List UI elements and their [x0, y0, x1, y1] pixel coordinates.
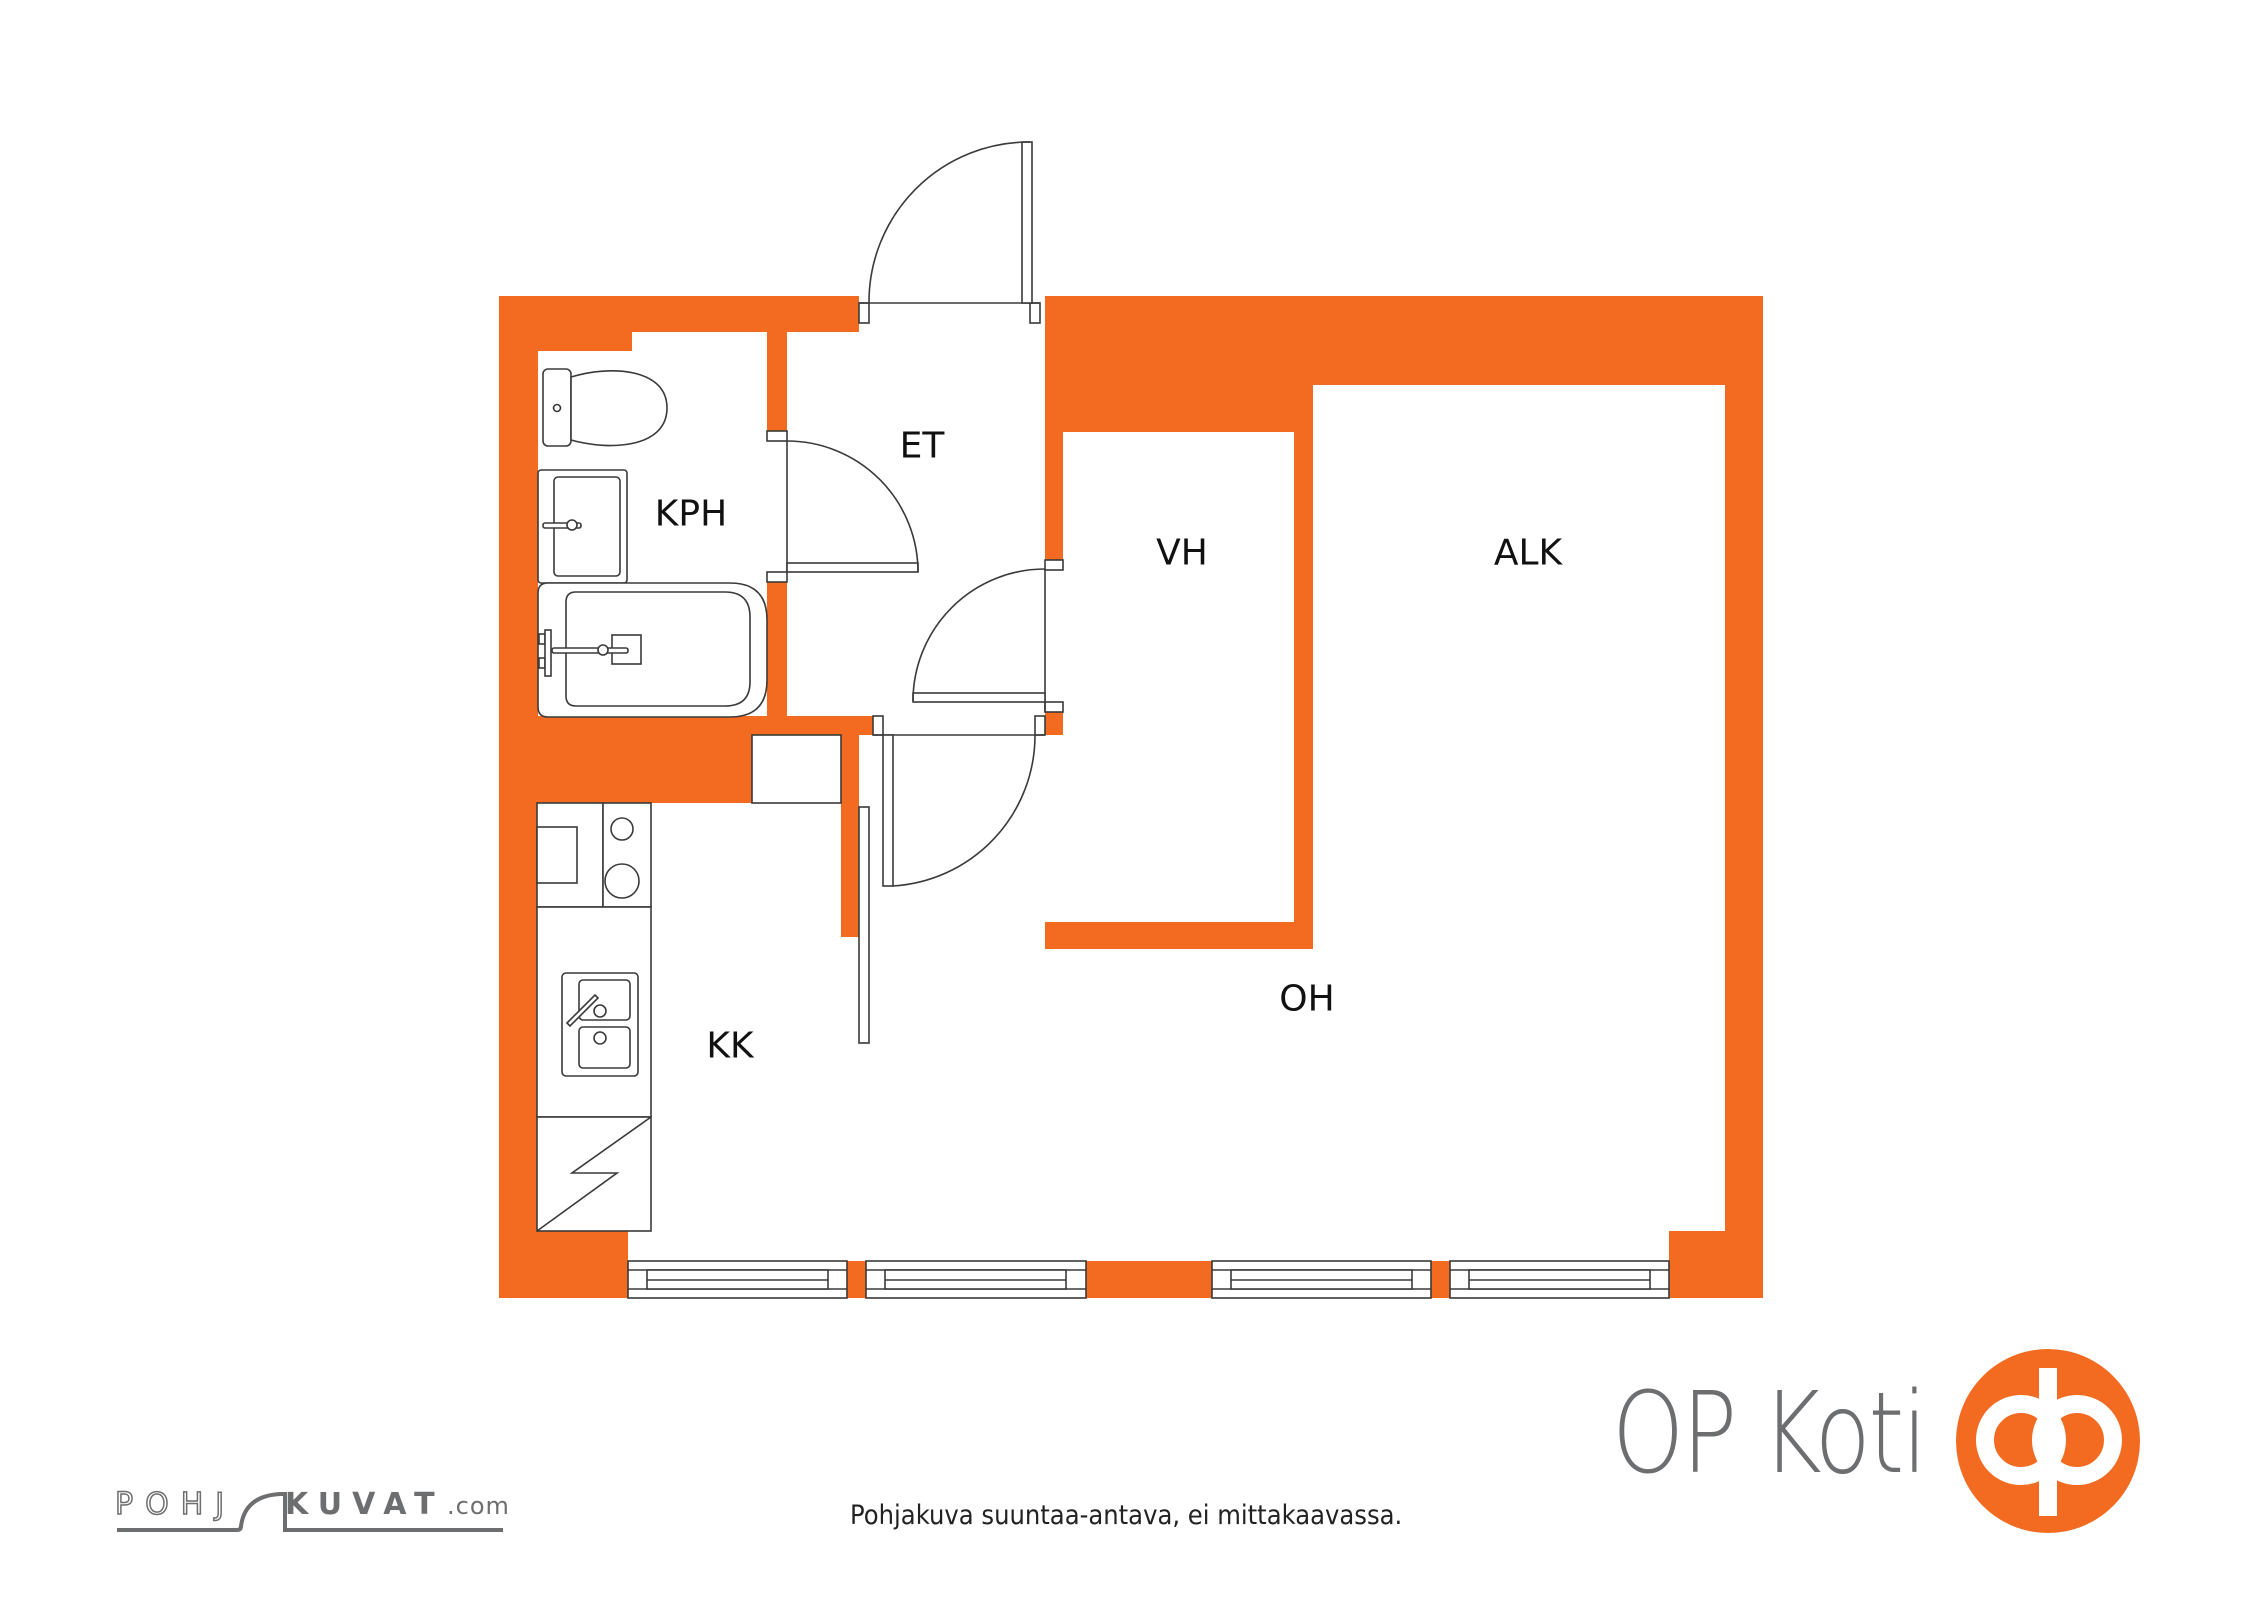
room-label-alk: ALK — [1493, 532, 1563, 574]
walls — [499, 296, 1763, 1298]
bathroom-door-icon — [766, 430, 919, 583]
brand-name: OP Koti — [1612, 1369, 1927, 1499]
sliding-door-icon — [858, 806, 870, 1044]
room-label-oh: OH — [1279, 978, 1335, 1020]
closet-door-icon — [912, 559, 1064, 713]
op-logo-icon — [1956, 1349, 2140, 1533]
room-label-kph: KPH — [654, 493, 728, 535]
washbasin-icon — [537, 469, 628, 584]
pohjakuvat-logo-bold-text: KUVAT — [285, 1487, 445, 1522]
pohjakuvat-logo-outline-text: POHJ — [114, 1487, 237, 1522]
bathtub-icon — [537, 582, 768, 718]
pohjakuvat-logo-ramp-icon — [117, 1492, 503, 1532]
pohjakuvat-logo: POHJ KUVAT .com — [114, 1487, 509, 1538]
stove-icon — [536, 802, 652, 908]
toilet-icon — [542, 368, 668, 447]
fridge-icon — [536, 1116, 652, 1232]
kitchen-sink-icon — [536, 906, 652, 1118]
disclaimer-caption: Pohjakuva suuntaa-antava, ei mittakaavas… — [850, 1500, 1403, 1531]
entrance-door-icon — [858, 141, 1041, 324]
room-label-kk: KK — [706, 1025, 754, 1067]
closet-box — [751, 734, 842, 804]
pohjakuvat-logo-domain: .com — [447, 1492, 510, 1520]
room-label-vh: VH — [1156, 532, 1208, 574]
living-room-door-icon — [872, 715, 1046, 887]
window-icon — [627, 1260, 1670, 1299]
room-label-et: ET — [899, 425, 945, 467]
